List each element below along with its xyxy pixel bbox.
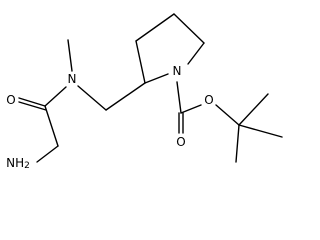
bond-group bbox=[18, 13, 283, 163]
bond-ring-c3-c4 bbox=[135, 13, 175, 42]
bond-tbu-me-top bbox=[238, 93, 269, 126]
atom-label-o-carbamate: O bbox=[176, 135, 185, 149]
bond-tbu-me-right bbox=[238, 124, 283, 138]
atom-label-n-ring: N bbox=[173, 64, 182, 78]
bond-tbu-me-bottom bbox=[235, 124, 240, 163]
bond-carbonyl-ch2 bbox=[44, 105, 59, 147]
atom-label-o-carbonyl: O bbox=[6, 93, 15, 107]
atom-label-nh2: NH2 bbox=[6, 156, 30, 171]
bond-n-carbamate bbox=[176, 81, 182, 114]
bond-n-ch2 bbox=[77, 85, 107, 111]
bond-ch2-nh2 bbox=[36, 145, 59, 163]
bond-ring-c2-c3 bbox=[135, 40, 146, 84]
atom-label-n-methyl: N bbox=[68, 72, 77, 86]
atom-label-group: N O NH2 N O O bbox=[6, 64, 214, 171]
bond-n-carbonyl bbox=[44, 86, 67, 107]
bond-carbonyl-o-2 bbox=[18, 101, 47, 111]
bond-ring-n-c2 bbox=[144, 73, 169, 84]
bond-ch2-ring bbox=[105, 82, 146, 111]
bond-ring-c4-c5 bbox=[173, 13, 205, 44]
bond-carbamate-oester bbox=[180, 104, 202, 114]
bond-carbonyl-o-1 bbox=[18, 97, 46, 107]
atom-label-o-ester: O bbox=[204, 93, 213, 107]
bond-n-methyl bbox=[67, 39, 73, 72]
bond-oester-tbu bbox=[215, 104, 240, 126]
molecule-structure-diagram: N O NH2 N O O bbox=[6, 13, 283, 171]
bond-ring-c5-n bbox=[187, 42, 205, 65]
